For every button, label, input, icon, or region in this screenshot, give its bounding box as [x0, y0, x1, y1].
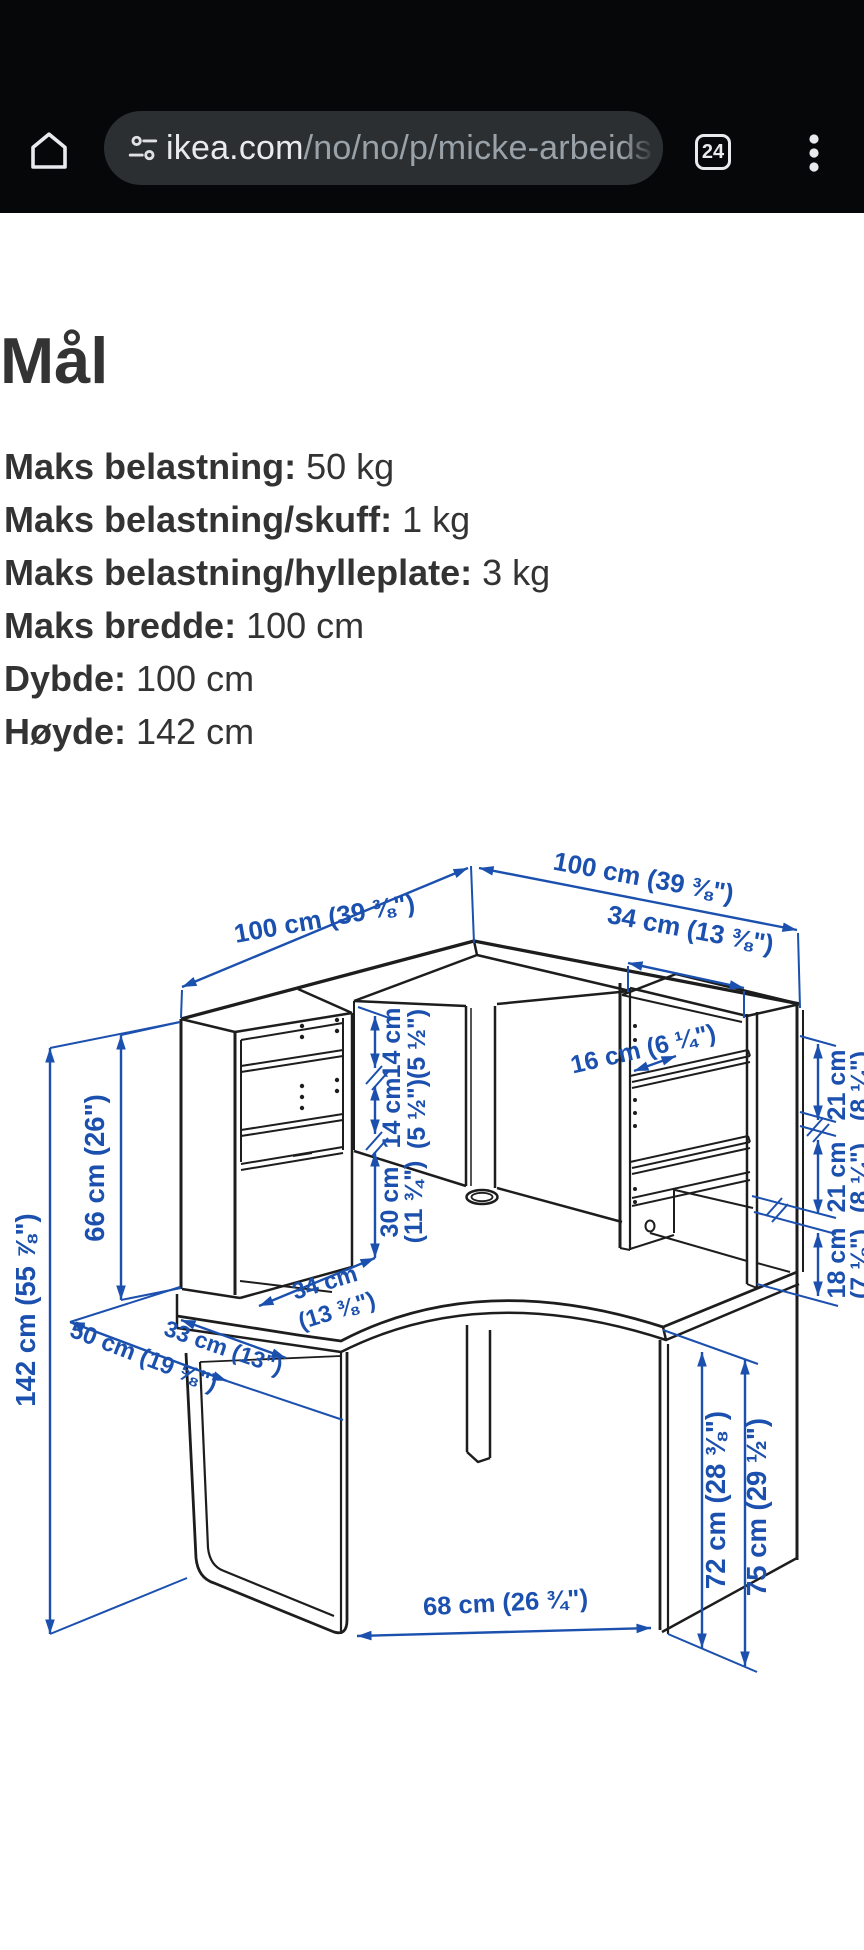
svg-text:18 cm: 18 cm	[823, 1228, 851, 1299]
svg-text:72 cm (28 ⅜"): 72 cm (28 ⅜")	[700, 1411, 731, 1589]
svg-text:(5 ½"): (5 ½")	[403, 1079, 431, 1149]
svg-text:(8 ¼"): (8 ¼")	[846, 1143, 864, 1213]
svg-text:21 cm: 21 cm	[823, 1142, 851, 1213]
svg-text:66 cm (26"): 66 cm (26")	[79, 1094, 110, 1242]
svg-text:30 cm: 30 cm	[376, 1167, 404, 1238]
svg-text:(8 ¼"): (8 ¼")	[846, 1051, 864, 1121]
svg-text:68 cm (26 ¾"): 68 cm (26 ¾")	[422, 1585, 588, 1622]
svg-text:100 cm (39 ⅜"): 100 cm (39 ⅜")	[232, 887, 417, 948]
svg-text:21 cm: 21 cm	[823, 1050, 851, 1121]
svg-text:14 cm: 14 cm	[378, 1078, 406, 1149]
svg-text:(11 ¾"): (11 ¾")	[400, 1161, 428, 1244]
svg-text:75 cm (29 ½"): 75 cm (29 ½")	[741, 1418, 772, 1596]
svg-text:(7 ⅛"): (7 ⅛")	[846, 1229, 864, 1299]
svg-text:142 cm (55 ⅞"): 142 cm (55 ⅞")	[10, 1213, 41, 1406]
svg-text:(5 ½"): (5 ½")	[403, 1009, 431, 1079]
svg-text:14 cm: 14 cm	[378, 1008, 406, 1079]
